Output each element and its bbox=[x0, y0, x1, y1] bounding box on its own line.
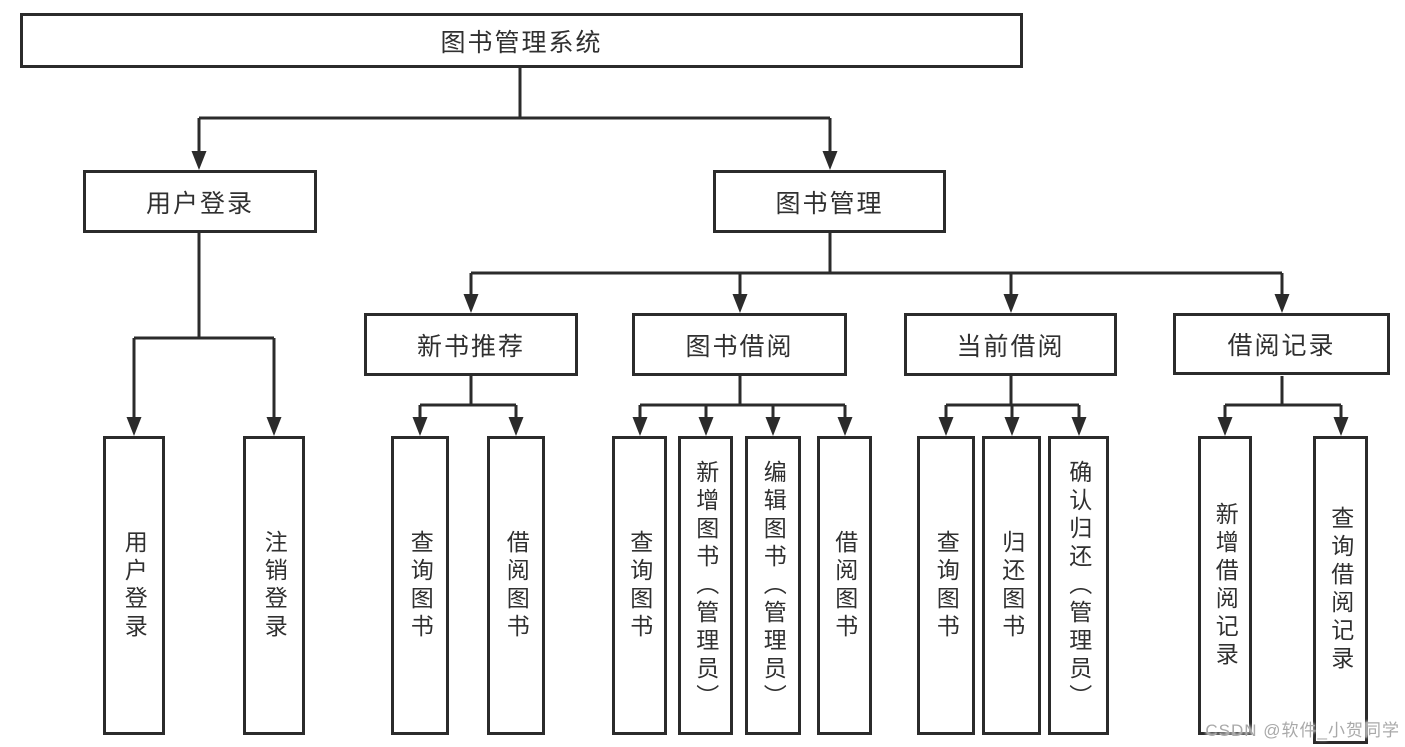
node-book-borrow: 图书借阅 bbox=[632, 313, 847, 376]
node-user-login: 用户登录 bbox=[83, 170, 317, 233]
leaf-borrow-books-recommend-label: 借阅图书 bbox=[503, 529, 530, 642]
node-new-book-recommend-label: 新书推荐 bbox=[416, 332, 525, 361]
leaf-edit-books-admin-label: 编辑图书（管理员） bbox=[760, 459, 787, 712]
leaf-query-books-borrow: 查询图书 bbox=[612, 436, 667, 735]
node-borrow-records: 借阅记录 bbox=[1173, 313, 1390, 375]
connector-borrow-records bbox=[1223, 376, 1343, 420]
connector-book-borrow bbox=[638, 376, 847, 420]
leaf-user-login-label: 用户登录 bbox=[121, 529, 148, 642]
node-current-borrow-label: 当前借阅 bbox=[956, 332, 1065, 361]
arrowheads bbox=[126, 151, 1349, 436]
node-root-label: 图书管理系统 bbox=[440, 28, 603, 57]
node-user-login-label: 用户登录 bbox=[145, 189, 254, 218]
leaf-edit-books-admin: 编辑图书（管理员） bbox=[745, 436, 801, 735]
leaf-query-books-current-label: 查询图书 bbox=[933, 529, 960, 642]
leaf-add-borrow-record: 新增借阅记录 bbox=[1198, 436, 1252, 735]
leaf-query-borrow-record-label: 查询借阅记录 bbox=[1327, 506, 1354, 674]
leaf-return-books: 归还图书 bbox=[982, 436, 1041, 735]
leaf-query-books-recommend: 查询图书 bbox=[391, 436, 449, 735]
leaf-confirm-return-admin-label: 确认归还（管理员） bbox=[1065, 459, 1092, 712]
node-book-management-label: 图书管理 bbox=[775, 189, 884, 218]
connector-root bbox=[197, 68, 832, 154]
leaf-borrow-books-borrow: 借阅图书 bbox=[817, 436, 872, 735]
connector-new-book-recommend bbox=[418, 376, 518, 420]
leaf-query-borrow-record: 查询借阅记录 bbox=[1313, 436, 1368, 744]
leaf-add-books-admin: 新增图书（管理员） bbox=[678, 436, 733, 735]
leaf-user-login: 用户登录 bbox=[103, 436, 165, 735]
leaf-borrow-books-borrow-label: 借阅图书 bbox=[831, 529, 858, 642]
leaf-query-books-current: 查询图书 bbox=[917, 436, 975, 735]
connector-current-borrow bbox=[944, 376, 1081, 420]
leaf-logout-label: 注销登录 bbox=[261, 529, 288, 642]
node-book-borrow-label: 图书借阅 bbox=[685, 332, 794, 361]
leaf-query-books-borrow-label: 查询图书 bbox=[626, 529, 653, 642]
leaf-add-borrow-record-label: 新增借阅记录 bbox=[1212, 501, 1239, 670]
leaf-query-books-recommend-label: 查询图书 bbox=[407, 529, 434, 642]
node-book-management: 图书管理 bbox=[713, 170, 946, 233]
node-new-book-recommend: 新书推荐 bbox=[364, 313, 578, 376]
leaf-confirm-return-admin: 确认归还（管理员） bbox=[1048, 436, 1109, 735]
connector-user-login bbox=[132, 233, 276, 420]
leaf-return-books-label: 归还图书 bbox=[998, 529, 1025, 642]
leaf-add-books-admin-label: 新增图书（管理员） bbox=[692, 459, 719, 712]
leaf-logout: 注销登录 bbox=[243, 436, 305, 735]
node-root: 图书管理系统 bbox=[20, 13, 1023, 68]
node-borrow-records-label: 借阅记录 bbox=[1227, 332, 1336, 360]
csdn-watermark: CSDN @软件_小贺同学 bbox=[1205, 721, 1400, 740]
node-current-borrow: 当前借阅 bbox=[904, 313, 1117, 376]
connector-book-management bbox=[469, 233, 1284, 297]
leaf-borrow-books-recommend: 借阅图书 bbox=[487, 436, 545, 735]
